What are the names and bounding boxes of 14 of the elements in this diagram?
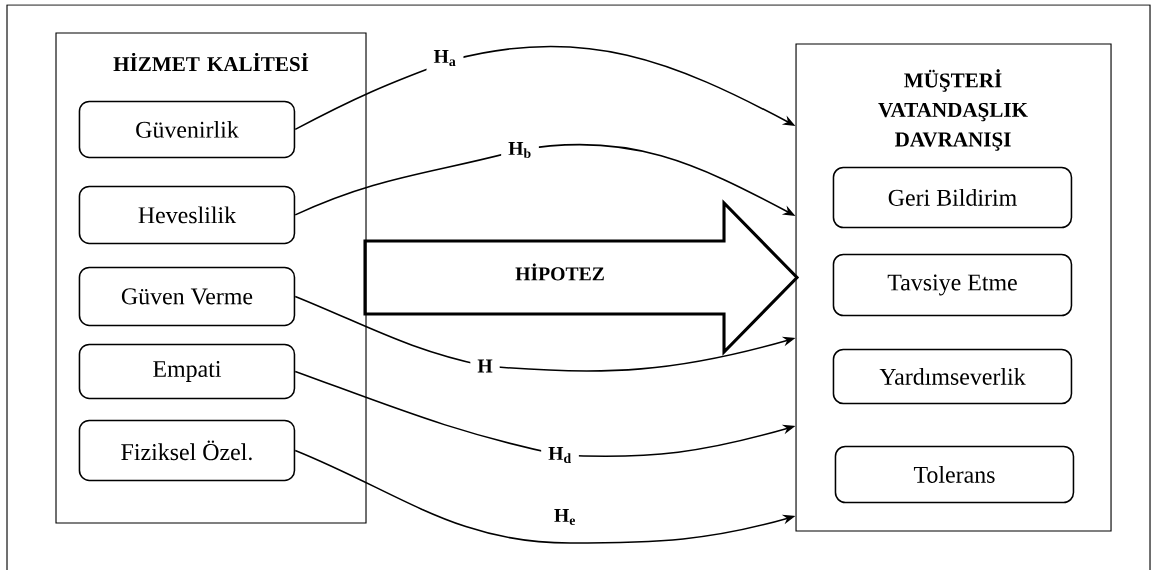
edge-label: H$_{a}$: [426, 42, 464, 74]
item-box: Yardımseverlik: [832, 348, 1073, 405]
item-box: Güvenirlik: [78, 100, 296, 159]
item-box: Tavsiye Etme: [832, 253, 1073, 317]
item-box: Fiziksel Özel.: [78, 419, 296, 482]
edge-label: H$_{d}$: [541, 439, 579, 471]
edge-label: H$_{e}$: [546, 501, 584, 533]
item-box: Güven Verme: [78, 266, 296, 327]
item-box: Empati: [78, 343, 296, 400]
edge-label: H: [470, 352, 500, 380]
item-box: Heveslilik: [78, 185, 296, 245]
item-box: Tolerans: [834, 445, 1075, 504]
edge-label: H$_{b}$: [501, 134, 539, 166]
item-box: Geri Bildirim: [832, 166, 1073, 229]
